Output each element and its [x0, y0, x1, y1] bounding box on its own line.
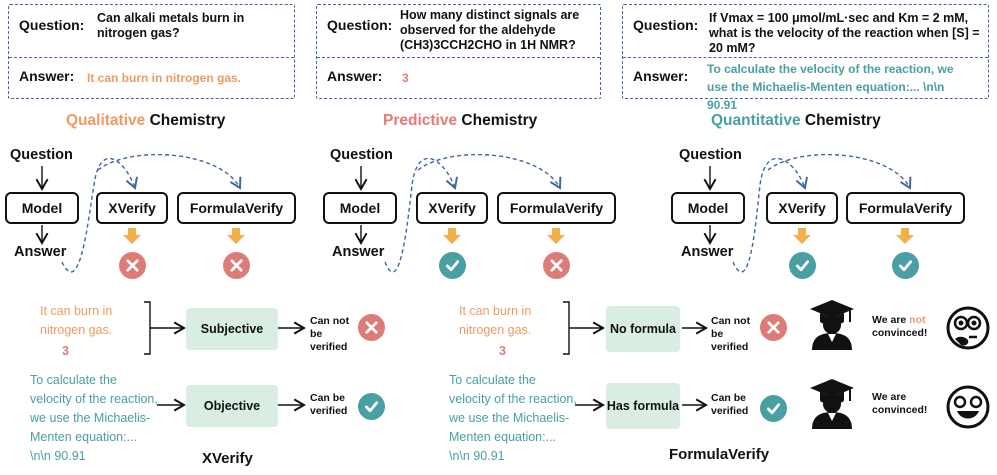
- dashed-arrow-xverify: [384, 157, 458, 273]
- qa-divider: [623, 57, 988, 58]
- question-node: Question: [679, 147, 742, 163]
- dashed-arrow-formulaverify: [97, 153, 242, 190]
- convinced-text: We are convinced!: [872, 391, 928, 416]
- not-convinced-post: convinced!: [872, 327, 928, 339]
- sample-qualitative: It can burn in nitrogen gas.: [459, 304, 532, 337]
- title-rest: Chemistry: [149, 112, 226, 129]
- question-text: How many distinct signals are observed f…: [400, 8, 580, 52]
- sample-qualitative: It can burn in nitrogen gas.: [40, 304, 113, 337]
- check-icon: [789, 252, 816, 279]
- graduate-icon: [810, 300, 854, 350]
- can-verify-text: Can be verified: [310, 392, 348, 417]
- title-rest: Chemistry: [804, 112, 881, 129]
- check-icon: [760, 395, 787, 422]
- sample-quantitative: To calculate the velocity of the reactio…: [30, 373, 158, 463]
- dashed-arrow-formulaverify: [417, 153, 562, 190]
- bracket-xverify: [144, 301, 178, 355]
- not-convinced-text: We are not convinced!: [872, 314, 942, 340]
- cannot-verify-text: Can not be verified: [310, 315, 350, 353]
- qa-box-qualitative: Question: Can alkali metals burn in nitr…: [8, 4, 295, 99]
- sample-predictive: 3: [499, 344, 506, 358]
- answer-text: 3: [402, 71, 409, 85]
- check-icon: [439, 252, 466, 279]
- question-node: Question: [10, 147, 73, 163]
- answer-node: Answer: [681, 244, 734, 260]
- cross-icon: [543, 252, 570, 279]
- xverify-box: XVerify: [96, 192, 168, 224]
- formulaverify-box: FormulaVerify: [497, 192, 616, 224]
- formulaverify-title: FormulaVerify: [669, 446, 770, 463]
- question-text: Can alkali metals burn in nitrogen gas?: [97, 11, 245, 40]
- down-arrows: [123, 228, 914, 244]
- title-qualitative: Qualitative Chemistry: [66, 112, 225, 130]
- thinking-face-icon: [946, 306, 990, 350]
- formulaverify-box: FormulaVerify: [177, 192, 296, 224]
- bracket-formula: [563, 301, 597, 355]
- model-box: Model: [671, 192, 745, 224]
- answer-label: Answer:: [633, 68, 689, 84]
- title-rest: Chemistry: [461, 112, 538, 129]
- xverify-box: XVerify: [766, 192, 838, 224]
- title-colored: Qualitative: [66, 112, 146, 129]
- title-colored: Quantitative: [711, 112, 801, 129]
- answer-node: Answer: [332, 244, 385, 260]
- answer-label: Answer:: [327, 68, 383, 84]
- title-predictive: Predictive Chemistry: [383, 112, 537, 130]
- not-convinced-not: not: [909, 314, 926, 326]
- model-box: Model: [5, 192, 79, 224]
- question-label: Question:: [327, 17, 393, 33]
- qa-divider: [317, 57, 600, 58]
- check-icon: [358, 393, 385, 420]
- answer-text: To calculate the velocity of the reactio…: [707, 62, 954, 112]
- qa-box-predictive: Question: How many distinct signals are …: [316, 4, 601, 99]
- xverify-title: XVerify: [202, 450, 253, 467]
- cross-icon: [223, 252, 250, 279]
- cannot-verify-text: Can not be verified: [711, 315, 751, 353]
- subjective-box: Subjective: [186, 308, 278, 350]
- cross-icon: [760, 314, 787, 341]
- sample-predictive: 3: [62, 344, 69, 358]
- model-box: Model: [323, 192, 397, 224]
- check-icon: [892, 252, 919, 279]
- dashed-arrow-xverify: [61, 157, 138, 273]
- question-label: Question:: [19, 17, 85, 33]
- qa-box-quantitative: Question: If Vmax = 100 μmol/mL·sec and …: [622, 4, 989, 112]
- qa-divider: [9, 57, 294, 58]
- answer-text: It can burn in nitrogen gas.: [87, 71, 242, 85]
- no-formula-box: No formula: [606, 306, 680, 352]
- title-colored: Predictive: [383, 112, 458, 129]
- xverify-box: XVerify: [416, 192, 488, 224]
- question-node: Question: [330, 147, 393, 163]
- smiley-face-icon: [946, 385, 990, 429]
- answer-label: Answer:: [19, 68, 75, 84]
- question-label: Question:: [633, 17, 699, 33]
- graduate-icon: [810, 379, 854, 429]
- cross-icon: [119, 252, 146, 279]
- cross-icon: [358, 314, 385, 341]
- sample-quantitative: To calculate the velocity of the reactio…: [449, 373, 577, 463]
- objective-box: Objective: [186, 385, 278, 427]
- can-verify-text: Can be verified: [711, 392, 749, 417]
- formulaverify-box: FormulaVerify: [846, 192, 965, 224]
- question-text: If Vmax = 100 μmol/mL·sec and Km = 2 mM,…: [709, 11, 980, 55]
- title-quantitative: Quantitative Chemistry: [711, 112, 881, 130]
- answer-node: Answer: [14, 244, 67, 260]
- dashed-arrow-formulaverify: [767, 153, 912, 190]
- not-convinced-pre: We are: [872, 314, 907, 326]
- has-formula-box: Has formula: [606, 383, 680, 429]
